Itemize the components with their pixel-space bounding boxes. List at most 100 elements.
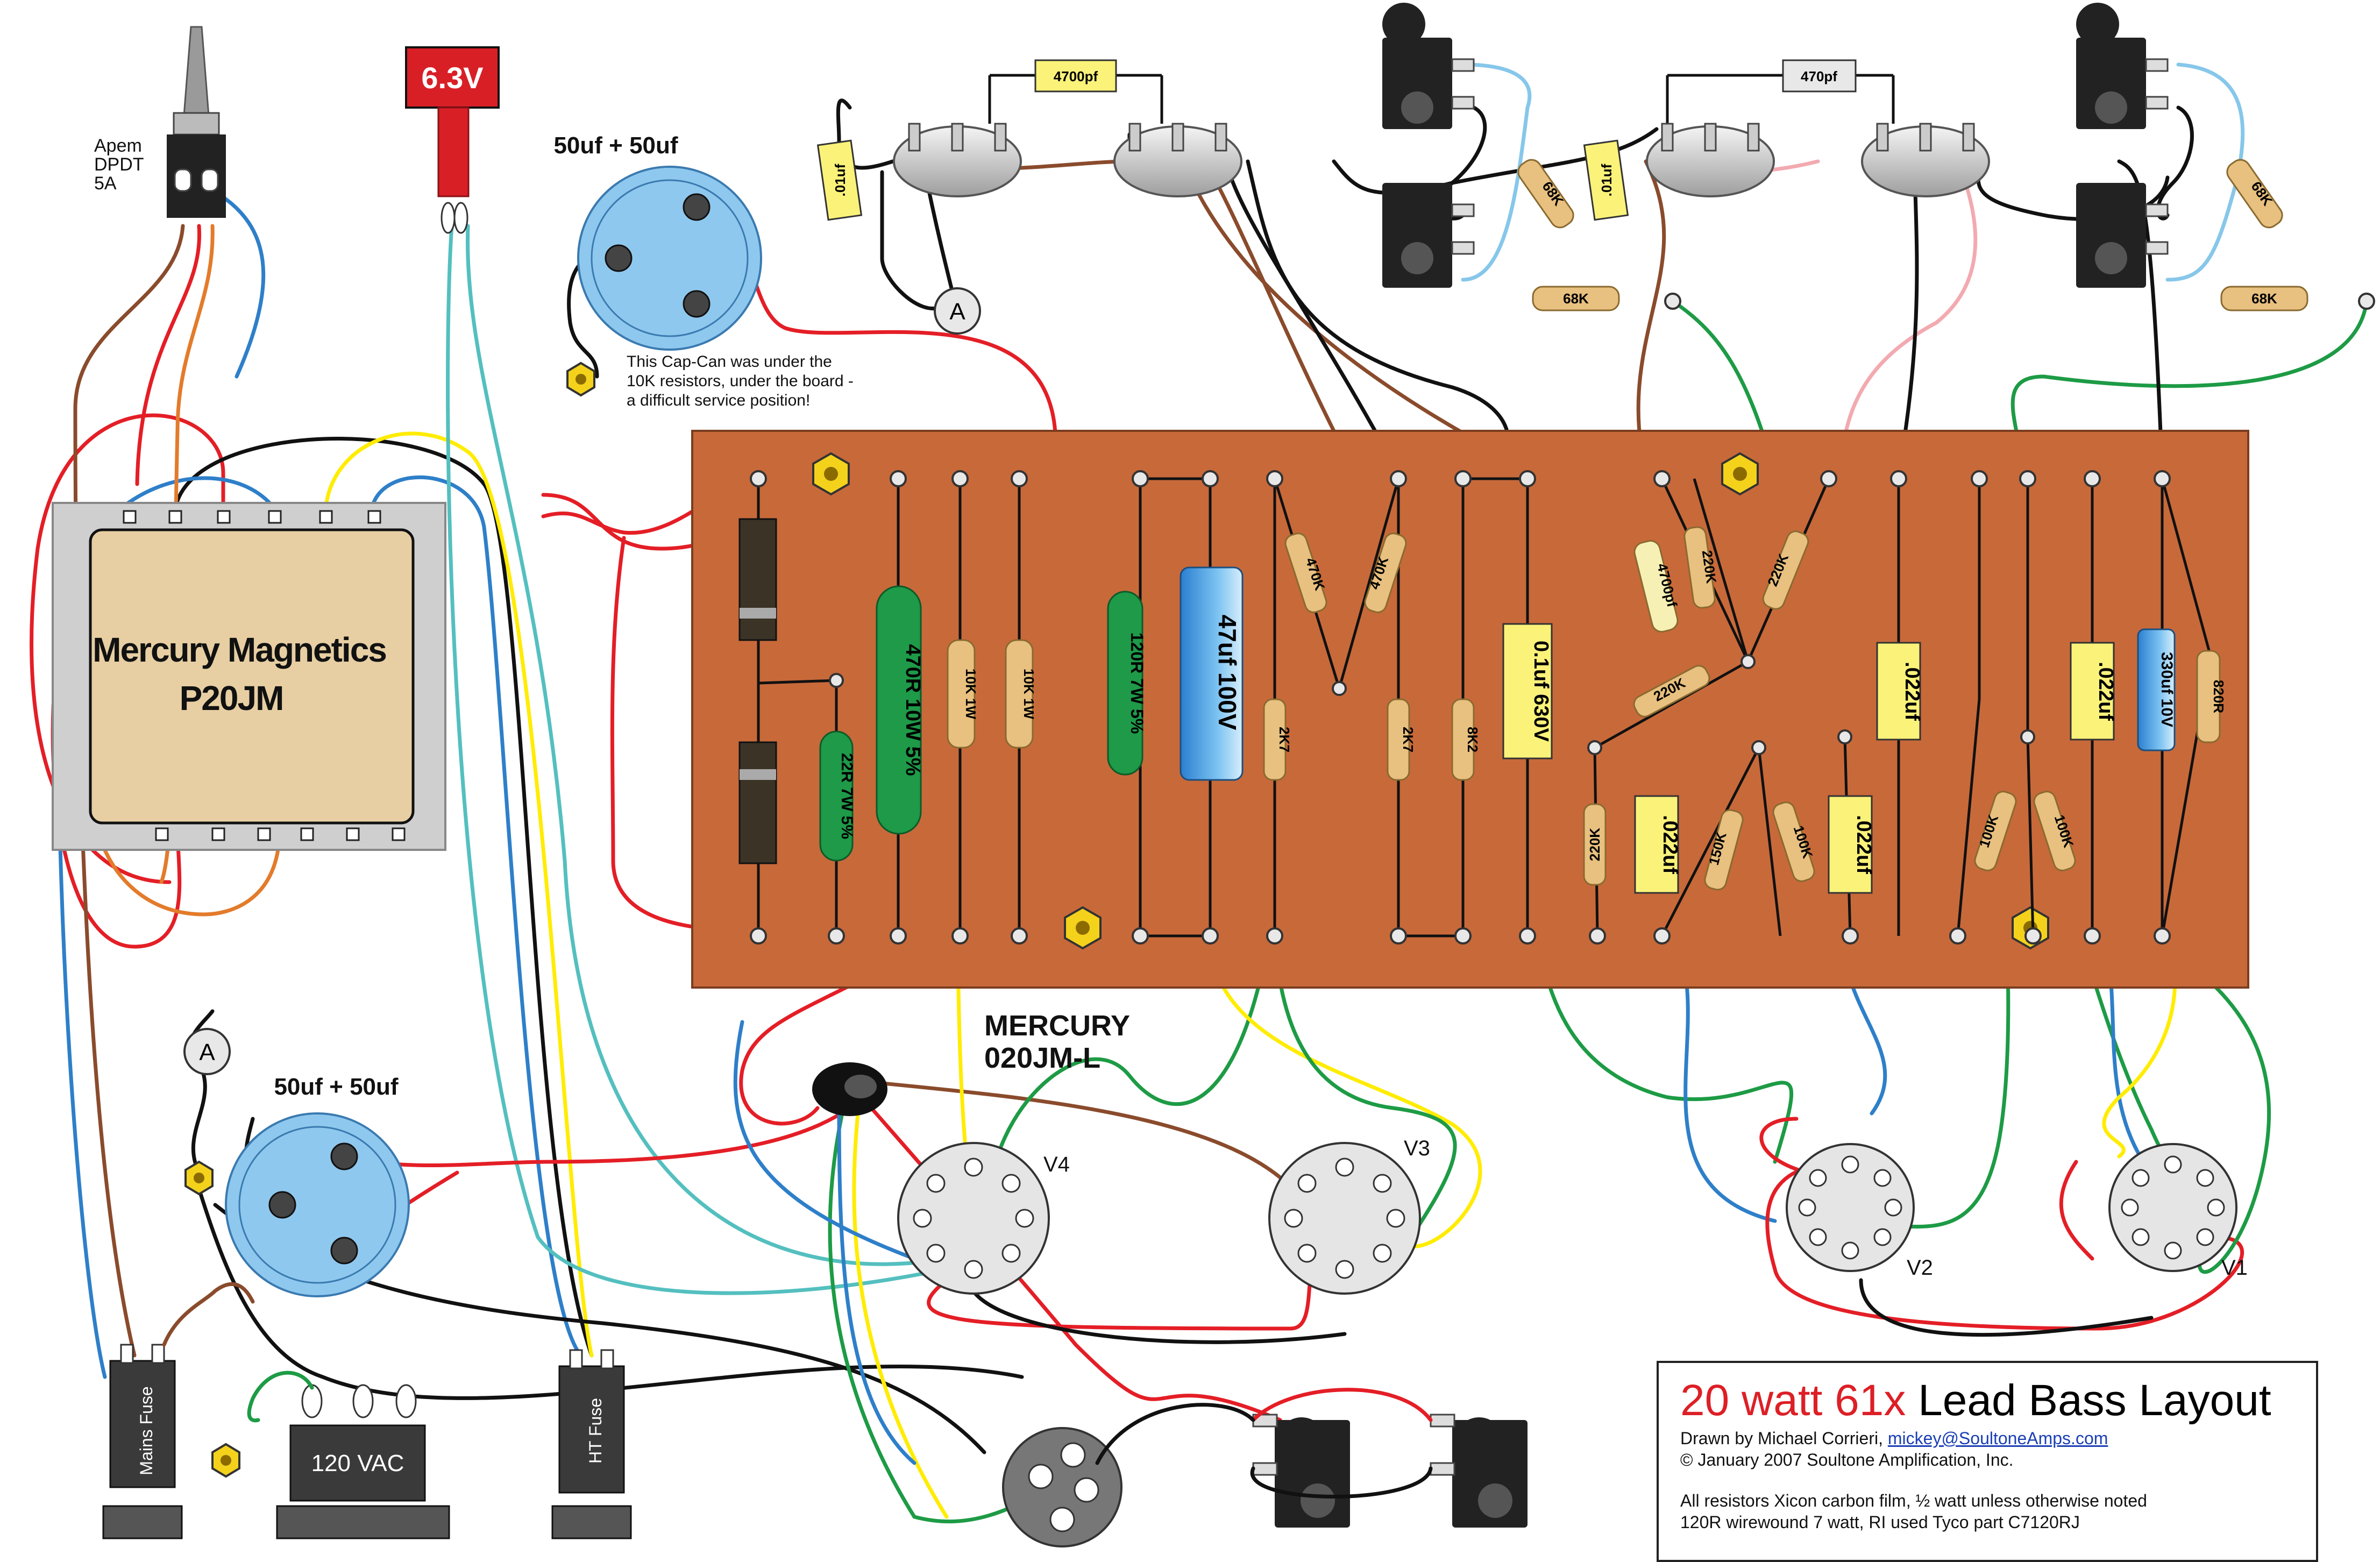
ht-fuse[interactable]: HT Fuse [551, 1349, 632, 1539]
resistor-label: 8K2 [1465, 727, 1481, 752]
potentiometer[interactable] [1646, 123, 1775, 197]
coupling-capacitor-022uf: .022uf [1634, 795, 1681, 894]
coupling-capacitor-0-1uf: 0.1uf 630V [1502, 623, 1553, 759]
tube-socket-v1: V1 [2108, 1143, 2248, 1280]
board-standoff-nut [1721, 452, 1759, 496]
ground-ref-label: A [949, 299, 965, 325]
capacitor-label: .022uf [2094, 662, 2117, 721]
tube-label: V3 [1404, 1137, 1430, 1160]
capacitor-label: .022uf [1901, 662, 1923, 721]
mains-input-block: 120 VAC [276, 1384, 450, 1539]
layout-title-model: 20 watt 61x [1680, 1376, 1906, 1425]
resistor-2k7: 2K7 [1263, 698, 1292, 781]
ground-nut [566, 361, 595, 397]
layout-title-suffix: Lead Bass Layout [1918, 1376, 2271, 1425]
capacitor-label: 330uf 10V [2158, 652, 2176, 727]
power-switch[interactable] [167, 26, 226, 218]
capacitor-label: 470pf [1801, 68, 1837, 84]
rectifier-diode [738, 741, 777, 864]
resistor-label: 220K [1587, 828, 1603, 861]
resistor-470k: 470K [1284, 532, 1328, 613]
capacitor-label: 4700pf [1054, 68, 1098, 84]
mains-fuse[interactable]: Mains Fuse [102, 1344, 183, 1539]
power-transformer: Mercury Magnetics P20JM [52, 502, 446, 851]
coupling-capacitor-022uf: .022uf [2070, 642, 2117, 741]
coupling-capacitor-022uf: .022uf [1876, 642, 1923, 741]
rectifier-diode [738, 518, 777, 641]
credits-author: Drawn by Michael Corrieri, [1680, 1429, 1888, 1448]
speaker-socket[interactable] [1002, 1427, 1122, 1547]
fuse-label: HT Fuse [586, 1398, 605, 1464]
resistor-10k-1w: 10K 1W [1005, 639, 1037, 749]
tube-label: V2 [1907, 1256, 1933, 1280]
board-standoff-nut [1064, 906, 1102, 950]
input-jack[interactable] [2076, 3, 2169, 129]
resistor-2k7: 2K7 [1387, 698, 1416, 781]
cap-can-note: This Cap-Can was under the 10K resistors… [627, 353, 854, 409]
potentiometer[interactable] [1113, 123, 1242, 197]
tube-socket-v2: V2 [1786, 1143, 1933, 1280]
tube-socket-v4: V4 [897, 1142, 1070, 1295]
capacitor-label: .022uf [1852, 815, 1875, 874]
cap-can-value: 50uf + 50uf [274, 1074, 398, 1100]
coupling-capacitor-022uf: .022uf [1828, 795, 1875, 894]
resistor-label: 68K [1563, 290, 1589, 307]
credits-email-link[interactable]: mickey@SoultoneAmps.com [1887, 1429, 2108, 1448]
resistor-220k: 220K [1683, 526, 1720, 609]
resistor-8k2: 8K2 [1451, 698, 1481, 781]
input-jack[interactable] [1382, 183, 1475, 288]
cap-can-top: 50uf + 50uf [553, 132, 762, 351]
output-transformer: MERCURY 020JM-L [812, 1010, 1130, 1116]
ground-ref-label: A [199, 1039, 215, 1066]
resistor-68k: 68K [1532, 286, 1620, 311]
resistor-label: 2K7 [1276, 727, 1292, 752]
potentiometer[interactable] [1861, 123, 1990, 197]
tube-socket-v3: V3 [1268, 1137, 1430, 1295]
tube-label: V4 [1043, 1153, 1070, 1176]
cap-can-bottom: 50uf + 50uf [225, 1074, 410, 1297]
capacitor-label: .01uf [1598, 164, 1615, 196]
transformer-label: P20JM [180, 679, 283, 718]
fuse-label: Mains Fuse [137, 1386, 156, 1475]
switch-label-line: Apem [94, 136, 142, 156]
potentiometer[interactable] [893, 123, 1022, 197]
resistor-note: All resistors Xicon carbon film, ½ watt … [1680, 1491, 2147, 1510]
bright-cap-01uf: .01uf [816, 139, 863, 221]
tube-label: V1 [2221, 1256, 2248, 1280]
output-transformer-label: 020JM-L [984, 1042, 1100, 1074]
resistor-label: 10K 1W [963, 669, 979, 719]
wirewound-note: 120R wirewound 7 watt, RI used Tyco part… [1680, 1513, 2080, 1532]
cap-can-value: 50uf + 50uf [553, 132, 678, 159]
board-standoff-nut [812, 452, 850, 496]
credits-line: Drawn by Michael Corrieri, mickey@Soulto… [1680, 1428, 2294, 1449]
layout-title: 20 watt 61x Lead Bass Layout [1680, 1374, 2294, 1428]
input-jack[interactable] [2076, 183, 2169, 288]
filter-capacitor-47uf: 47uf 100V [1180, 566, 1244, 781]
resistor-820r: 820R [2196, 650, 2227, 743]
ground-nut [211, 1443, 240, 1478]
pilot-voltage-label: 6.3V [421, 61, 483, 95]
bright-cap-01uf: .01uf [1583, 139, 1629, 221]
power-resistor-120r: 120R 7W 5% [1107, 591, 1147, 776]
capacitor-label: 47uf 100V [1213, 615, 1241, 730]
resistor-label: 68K [2251, 290, 2277, 307]
title-block: 20 watt 61x Lead Bass Layout Drawn by Mi… [1657, 1361, 2318, 1562]
power-resistor-label: 22R 7W 5% [838, 753, 856, 839]
resistor-label: 10K 1W [1021, 669, 1037, 719]
mains-input-label: 120 VAC [311, 1450, 404, 1476]
speaker-output-jack[interactable] [1252, 1414, 1350, 1528]
input-jack[interactable] [1382, 3, 1475, 129]
resistor-label: 820R [2211, 680, 2227, 713]
note-line: This Cap-Can was under the [627, 353, 832, 371]
ground-ref-a: A [183, 1028, 231, 1075]
copyright-line: © January 2007 Soultone Amplification, I… [1680, 1450, 2014, 1469]
speaker-output-jack[interactable] [1430, 1414, 1528, 1528]
power-resistor-22r: 22R 7W 5% [819, 730, 856, 862]
note-line: 10K resistors, under the board - [627, 372, 854, 390]
ground-ref-a: A [934, 287, 981, 335]
cathode-capacitor-330uf: 330uf 10V [2137, 628, 2176, 751]
switch-label: Apem DPDT 5A [94, 136, 144, 194]
power-resistor-470r: 470R 10W 5% [876, 585, 924, 835]
ground-nut [184, 1160, 214, 1196]
